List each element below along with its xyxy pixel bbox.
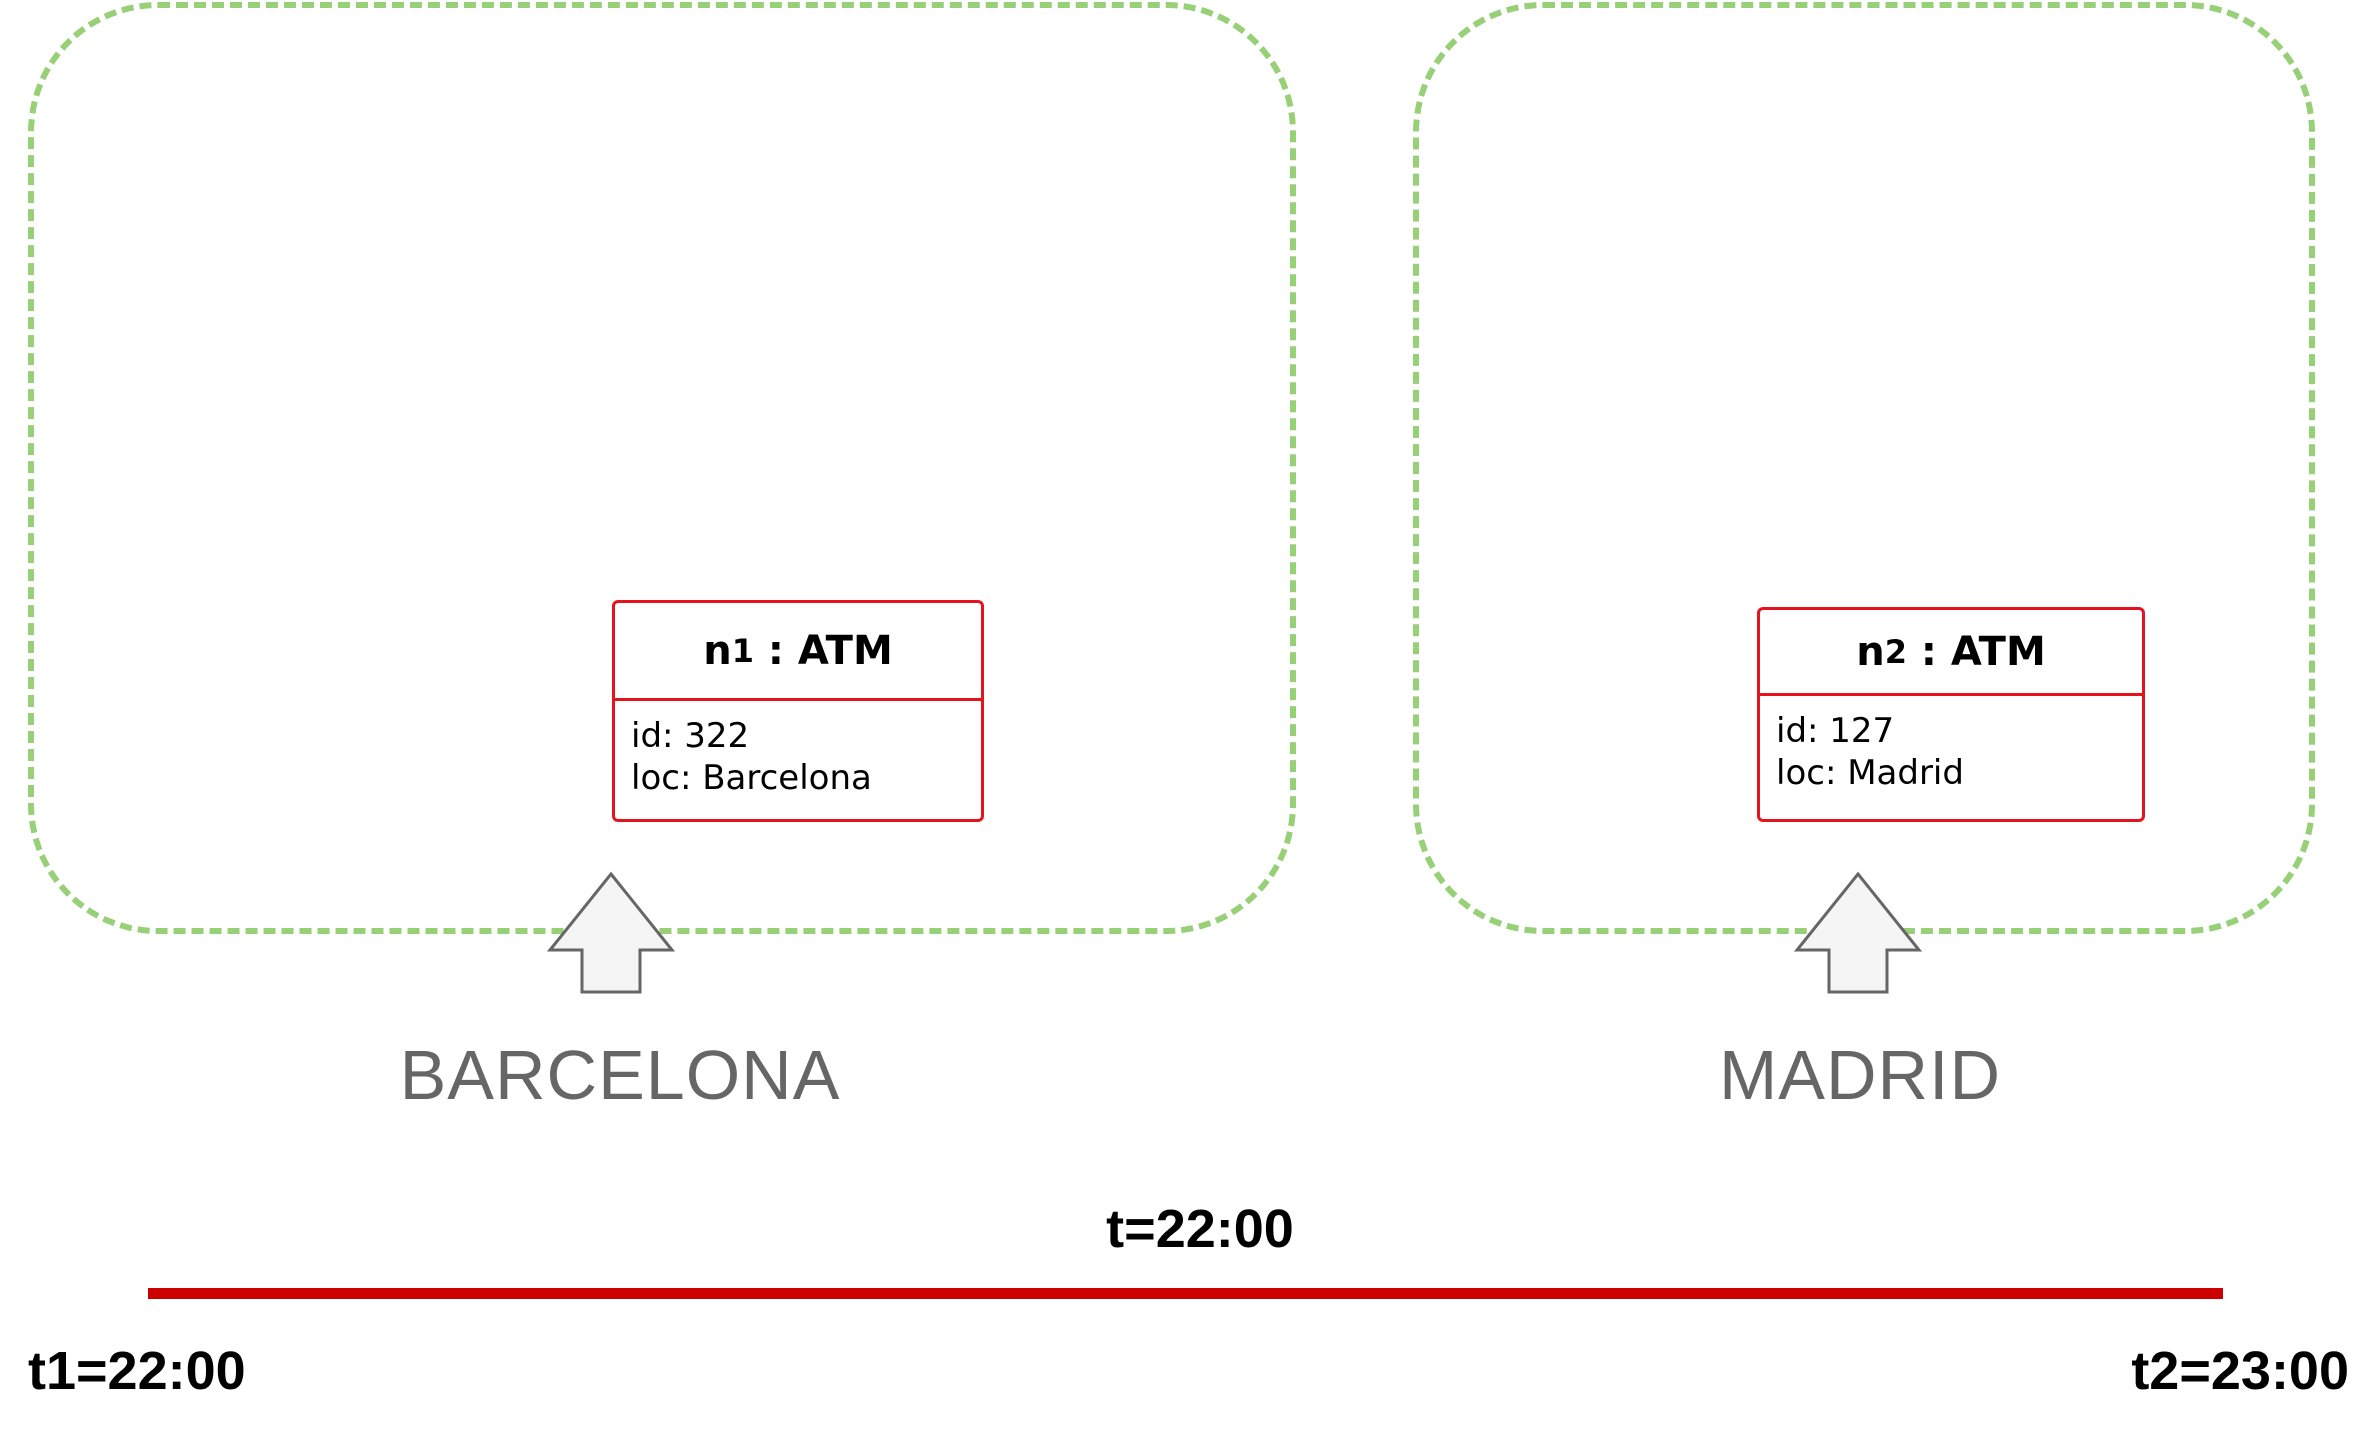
node-n1-loc: loc: Barcelona xyxy=(631,758,872,798)
node-n2-var: n xyxy=(1856,628,1885,675)
timeline-end-label: t2=23:00 xyxy=(2131,1341,2349,1401)
node-n1-var: n xyxy=(703,627,732,674)
city-label-barcelona: BARCELONA xyxy=(399,1036,841,1114)
timeline-start-label: t1=22:00 xyxy=(28,1341,246,1401)
atm-node-n1-attributes: id: 322 loc: Barcelona xyxy=(615,701,981,799)
atm-node-n2-attributes: id: 127 loc: Madrid xyxy=(1760,696,2142,794)
up-arrow-icon xyxy=(1793,871,1923,994)
node-n1-subscript: 1 xyxy=(731,631,754,670)
node-n2-id: id: 127 xyxy=(1776,711,1895,751)
node-n1-id: id: 322 xyxy=(631,716,750,756)
node-n2-loc: loc: Madrid xyxy=(1776,753,1964,793)
node-n2-subscript: 2 xyxy=(1884,632,1907,671)
node-n1-type: : ATM xyxy=(767,627,893,674)
current-time-label: t=22:00 xyxy=(1106,1199,1294,1259)
region-barcelona-boundary xyxy=(28,2,1296,934)
timeline-bar xyxy=(148,1288,2223,1299)
node-n2-type: : ATM xyxy=(1920,628,2046,675)
city-label-madrid: MADRID xyxy=(1718,1036,2002,1114)
up-arrow-icon xyxy=(546,871,676,994)
